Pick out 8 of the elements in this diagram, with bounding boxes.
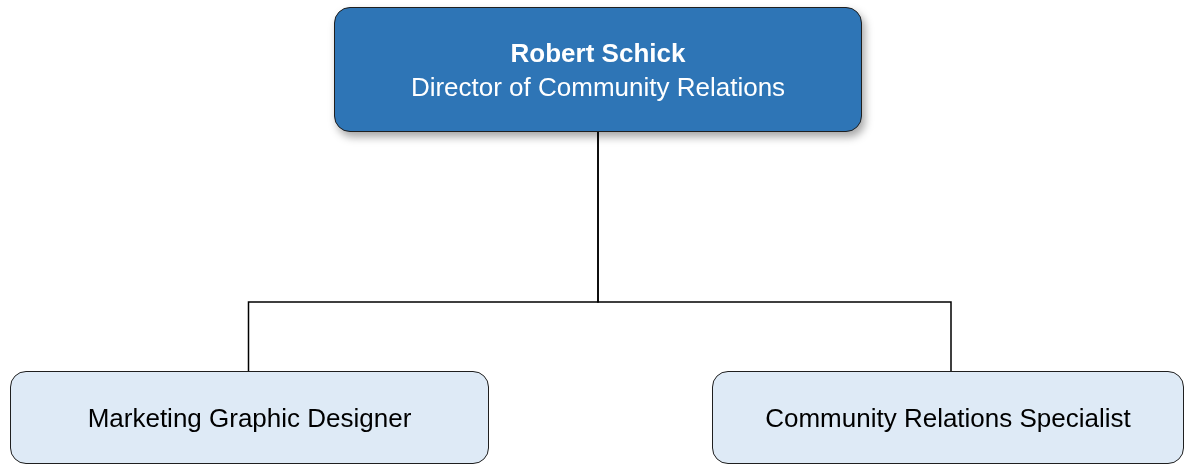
org-box [712, 371, 1184, 464]
org-box [10, 371, 489, 464]
job-title: Marketing Graphic Designer [87, 401, 412, 435]
person-name: Robert Schick [510, 36, 686, 70]
connector-line [597, 131, 952, 372]
org-box [334, 7, 862, 132]
job-title: Community Relations Specialist [765, 401, 1131, 435]
job-title: Director of Community Relations [410, 70, 786, 104]
